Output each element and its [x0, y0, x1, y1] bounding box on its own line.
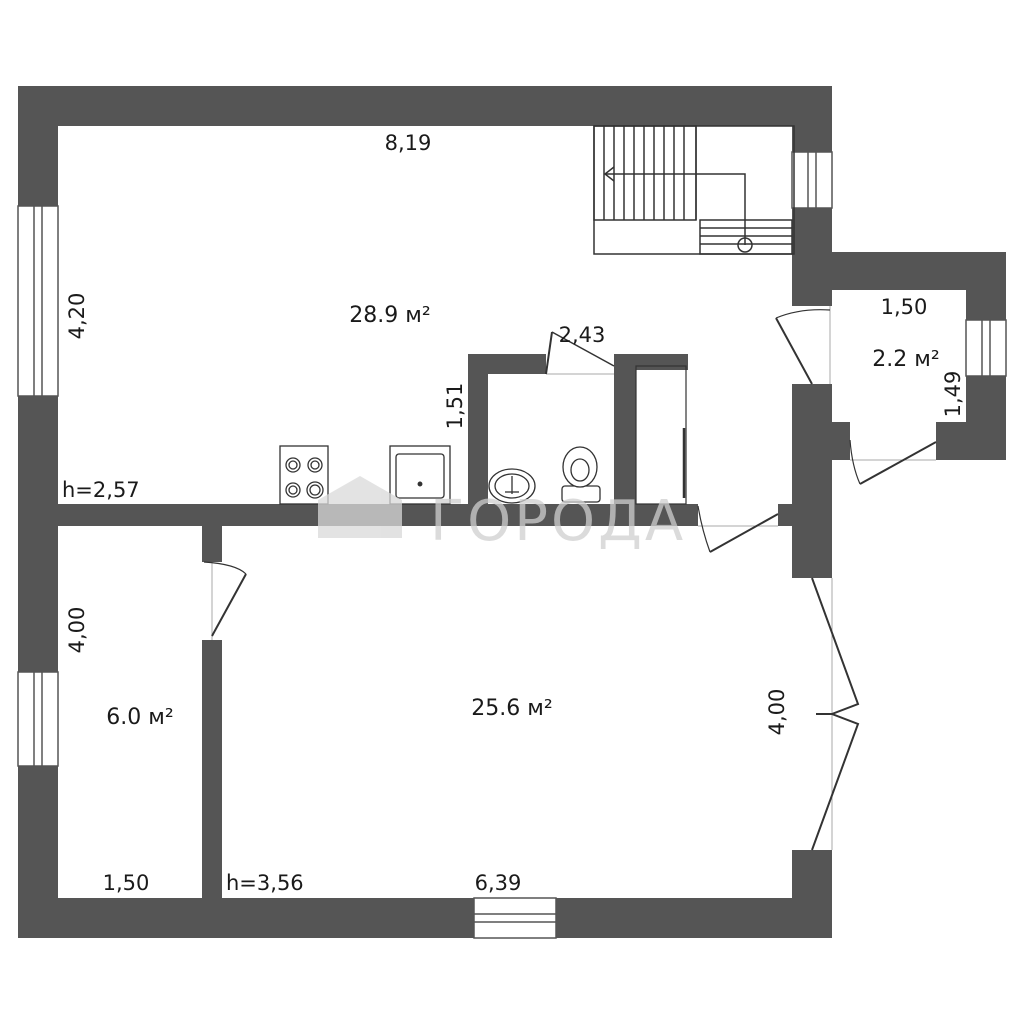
main-room-depth: 4,20 [65, 293, 89, 340]
balcony-depth: 1,49 [941, 371, 965, 418]
door-large-room [697, 505, 779, 553]
watermark-logo-icon [318, 476, 402, 538]
window-balcony [965, 319, 1007, 377]
balcony-width: 1,50 [881, 295, 928, 319]
window-left-lower [17, 671, 59, 767]
door-balcony [775, 306, 831, 385]
bath-wall-left [468, 354, 488, 526]
door-balcony-exit [849, 439, 937, 485]
stove-icon [279, 445, 329, 505]
small-room-width: 1,50 [103, 871, 150, 895]
window-left-upper [17, 205, 59, 397]
bath-wall-top-left [468, 354, 546, 374]
wardrobe [635, 365, 687, 505]
wall-right-mid [792, 384, 832, 578]
small-room-depth: 4,00 [65, 607, 89, 654]
bath-width: 2,43 [559, 323, 606, 347]
balcony-wall-bottom [936, 422, 1006, 460]
windows [17, 151, 1007, 939]
wall-middle-right [778, 504, 832, 526]
partition-upper [202, 526, 222, 562]
labels: 8,19 28.9 м² 4,20 h=2,57 2,43 1,51 1,50 … [62, 131, 965, 895]
doors [203, 306, 937, 851]
large-room-area: 25.6 м² [471, 696, 552, 721]
watermark: ГОРОДА [318, 476, 686, 554]
main-room-height: h=2,57 [62, 478, 140, 502]
large-room-height: h=3,56 [226, 871, 304, 895]
window-bottom [473, 897, 557, 939]
window-right-top [791, 151, 833, 209]
wall-bottom [18, 898, 832, 938]
main-room-width: 8,19 [385, 131, 432, 155]
staircase-icon [593, 125, 795, 255]
kitchen-sink-icon [389, 445, 451, 505]
toilet-icon [561, 446, 601, 503]
bath-wall-divider [614, 354, 636, 526]
balcony-area: 2.2 м² [872, 347, 939, 372]
watermark-text: ГОРОДА [430, 489, 686, 554]
door-small-room [203, 561, 247, 640]
bath-depth: 1,51 [443, 383, 467, 430]
large-room-width: 6,39 [475, 871, 522, 895]
wall-top [18, 86, 832, 126]
door-double-right [811, 577, 860, 851]
balcony-wall-stub [830, 422, 850, 460]
washbasin-icon [488, 468, 536, 504]
wall-right-lower [792, 850, 832, 938]
door-bathroom [545, 331, 615, 375]
small-room-area: 6.0 м² [106, 705, 173, 730]
main-room-area: 28.9 м² [349, 303, 430, 328]
partition-lower [202, 640, 222, 930]
large-room-depth: 4,00 [765, 689, 789, 736]
